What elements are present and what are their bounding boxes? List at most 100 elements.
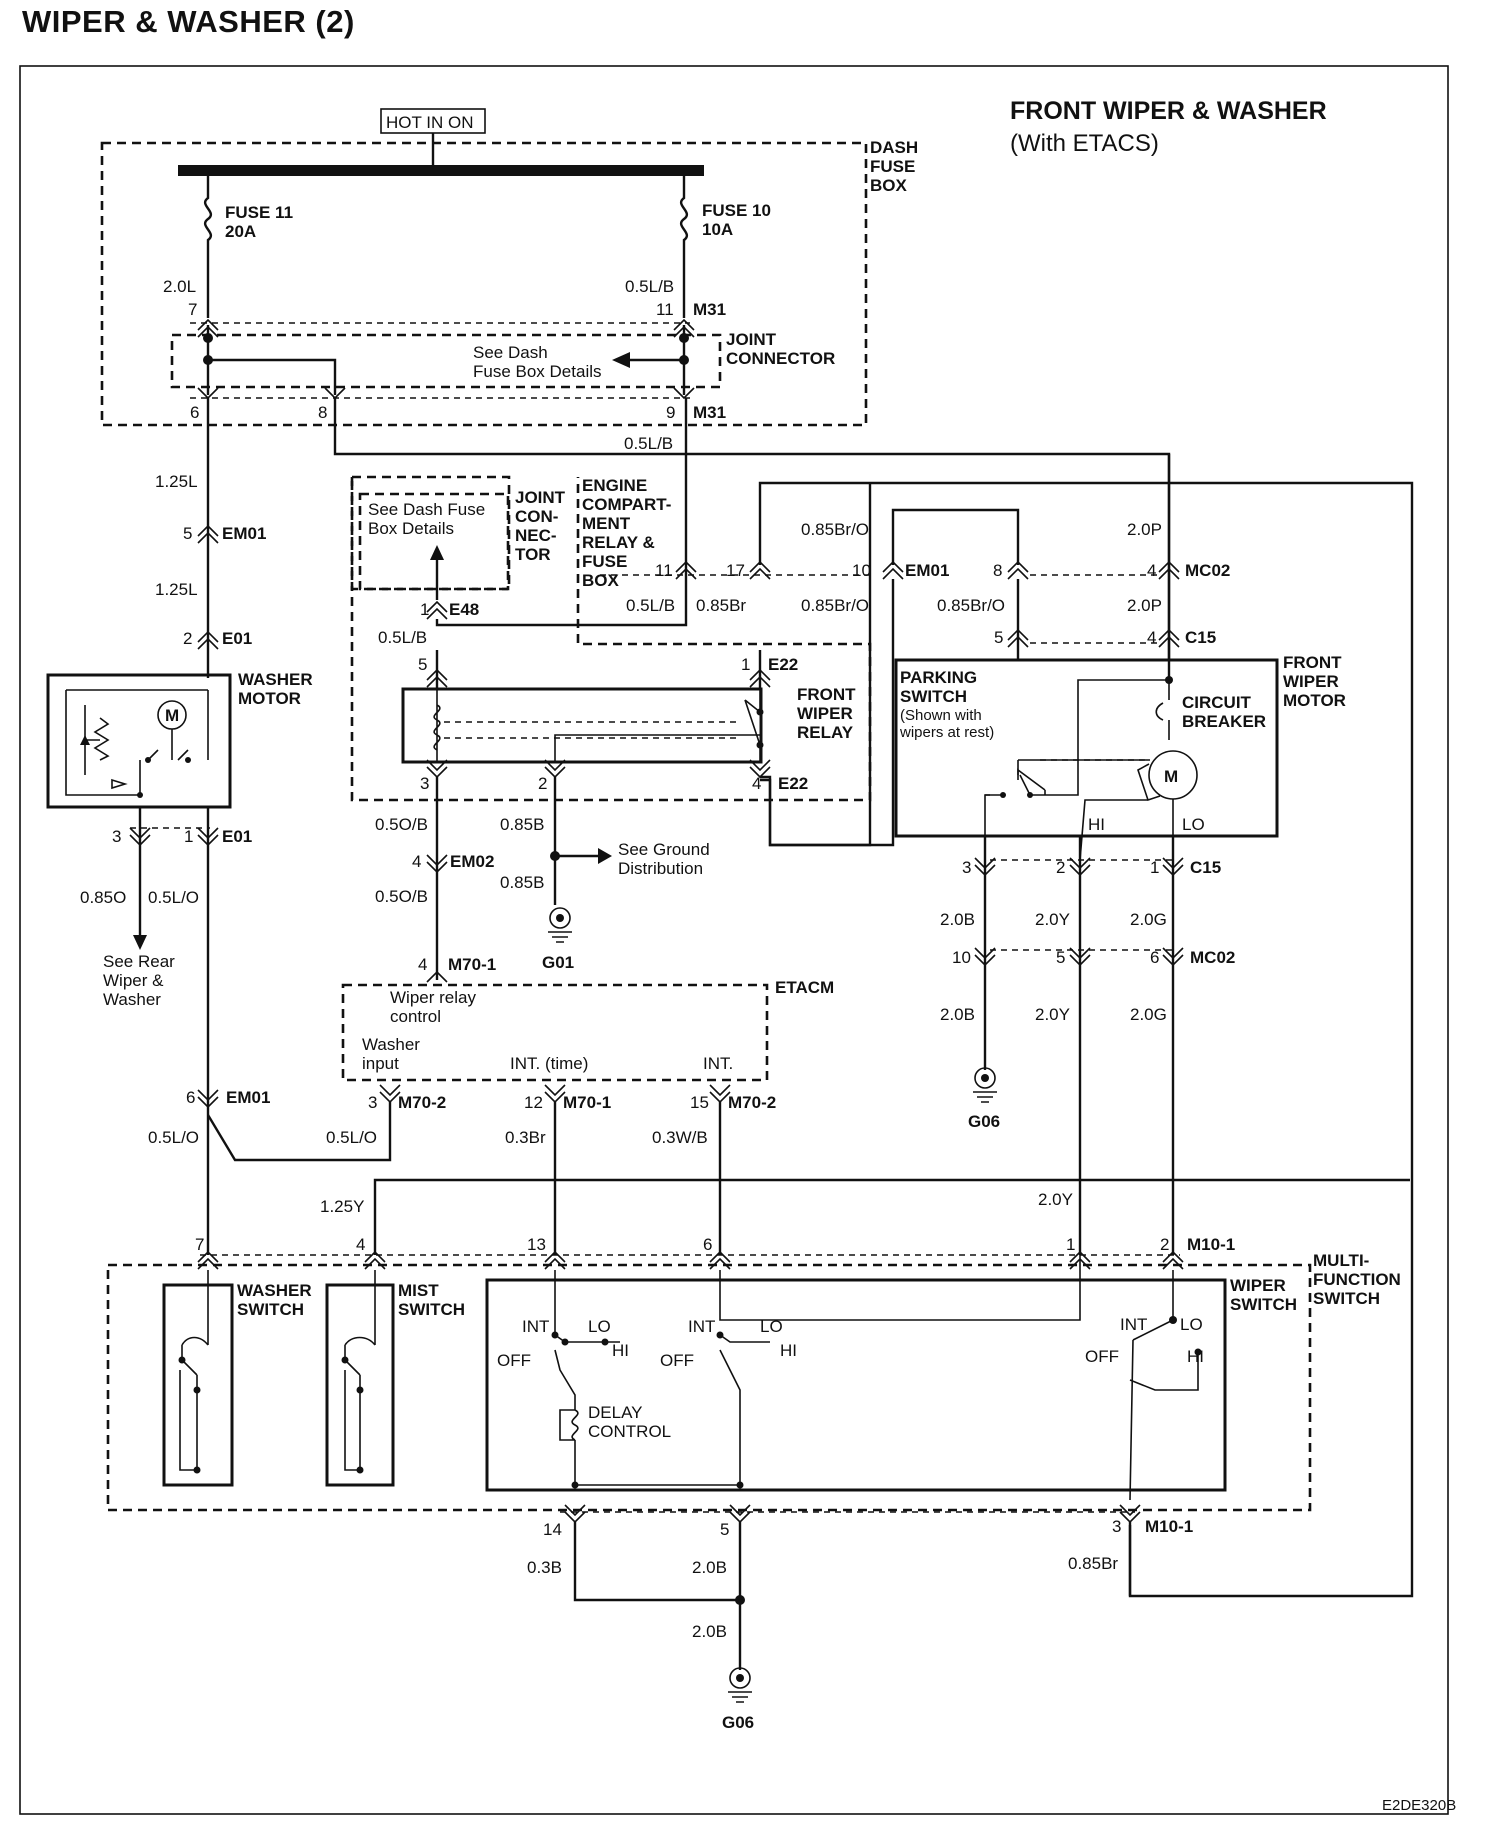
wire-label: 0.5L/O [326, 1128, 377, 1147]
fuse-10: FUSE 10 10A [679, 176, 771, 318]
etacm-label: ETACM [775, 978, 834, 997]
switch-pos-label: LO [588, 1317, 611, 1336]
dash-fuse-box-label-3: BOX [870, 176, 908, 195]
washer-switch[interactable] [162, 1270, 234, 1487]
pin-label: 5 [720, 1520, 729, 1539]
mist-switch-label: MIST [398, 1281, 439, 1300]
pin-label: 10 [852, 561, 871, 580]
connector-label: M10-1 [1145, 1517, 1193, 1536]
page-title: WIPER & WASHER (2) [22, 4, 355, 39]
fuse-11-rating: 20A [225, 222, 256, 241]
see-dash-details-2-line: Box Details [368, 519, 454, 538]
joint-connector-2-label: JOINT [515, 488, 566, 507]
pin-label: 3 [368, 1093, 377, 1112]
pin-label: 2 [1056, 858, 1065, 877]
wire-label: 0.5L/B [625, 277, 674, 296]
pin-label: 2 [1160, 1235, 1169, 1254]
switch-pos-label: INT [1120, 1315, 1147, 1334]
parking-switch-label-2: SWITCH [900, 687, 967, 706]
wire-label: 2.0P [1127, 520, 1162, 539]
connector-label: M70-1 [448, 955, 496, 974]
wire-label: 0.5L/O [148, 888, 199, 907]
ground-g06-motor [973, 1067, 997, 1103]
ground-g01 [548, 907, 572, 943]
delay-control-label: DELAY [588, 1403, 643, 1422]
pin-label: 6 [1150, 948, 1159, 967]
connector-label: C15 [1190, 858, 1221, 877]
wire-label: 0.5O/B [375, 815, 428, 834]
pin-label: 8 [993, 561, 1002, 580]
connector-label: MC02 [1185, 561, 1230, 580]
pin-label: 2 [183, 629, 192, 648]
fuse-10-rating: 10A [702, 220, 733, 239]
joint-connector-label-2: CONNECTOR [726, 349, 835, 368]
engine-box-label-3: MENT [582, 514, 631, 533]
switch-pos-label: OFF [1085, 1347, 1119, 1366]
pin-label: 4 [356, 1235, 365, 1254]
pin-label: 8 [318, 403, 327, 422]
connector-label: M70-2 [398, 1093, 446, 1112]
power-source-label: HOT IN ON [386, 113, 474, 132]
washer-motor: M [46, 673, 232, 809]
joint-connector-2-label-2: CON- [515, 507, 558, 526]
wiper-switch[interactable] [485, 1255, 1227, 1501]
pin-label: 1 [1150, 858, 1159, 877]
front-wiper-relay-label-3: RELAY [797, 723, 854, 742]
connector-label: E01 [222, 629, 252, 648]
wire-label: 2.0P [1127, 596, 1162, 615]
pin-label: 3 [1112, 1517, 1121, 1536]
wire-label: 2.0G [1130, 1005, 1167, 1024]
see-ground-label: See Ground [618, 840, 710, 859]
see-ground-label-2: Distribution [618, 859, 703, 878]
circuit-breaker-label-2: BREAKER [1182, 712, 1266, 731]
joint-connector-2-label-4: TOR [515, 545, 551, 564]
washer-motor-label: WASHER [238, 670, 313, 689]
pin-label: 12 [524, 1093, 543, 1112]
multi-function-label: MULTI- [1313, 1251, 1369, 1270]
wire-label: 0.85Br [1068, 1554, 1118, 1573]
wiper-switch-label-2: SWITCH [1230, 1295, 1297, 1314]
joint-connector-2-label-3: NEC- [515, 526, 557, 545]
pin-label: 4 [412, 852, 421, 871]
connector-label: EM02 [450, 852, 494, 871]
connector-label: M31 [693, 300, 726, 319]
etacm-int: INT. [703, 1054, 733, 1073]
switch-pos-label: OFF [660, 1351, 694, 1370]
washer-motor-label-2: MOTOR [238, 689, 301, 708]
dash-fuse-box-label-2: FUSE [870, 157, 915, 176]
wire-label: 0.5L/B [626, 596, 675, 615]
wire-label: 2.0B [940, 1005, 975, 1024]
wire-label: 2.0B [692, 1622, 727, 1641]
parking-switch-label-3: (Shown with [900, 707, 982, 724]
see-dash-details-2: See Dash Fuse [368, 500, 485, 519]
pin-label: 3 [962, 858, 971, 877]
washer-switch-label: WASHER [237, 1281, 312, 1300]
ground-label: G06 [722, 1713, 754, 1732]
engine-box-label-2: COMPART- [582, 495, 671, 514]
connector-label: M10-1 [1187, 1235, 1235, 1254]
circuit-breaker-label: CIRCUIT [1182, 693, 1252, 712]
connector-label: E01 [222, 827, 252, 846]
wire-label: 2.0G [1130, 910, 1167, 929]
connector-label: E48 [449, 600, 479, 619]
wire-label: 0.3W/B [652, 1128, 708, 1147]
switch-pos-label: LO [760, 1317, 783, 1336]
wire-label: 2.0Y [1035, 1005, 1070, 1024]
front-wiper-relay-label: FRONT [797, 685, 856, 704]
pin-label: 7 [195, 1235, 204, 1254]
wire-label: 0.5L/B [378, 628, 427, 647]
pin-label: 4 [752, 774, 761, 793]
delay-control-label-2: CONTROL [588, 1422, 671, 1441]
wire-label: 0.85B [500, 873, 544, 892]
dash-fuse-box-outline [100, 141, 868, 427]
motor-hi-label: HI [1088, 815, 1105, 834]
see-dash-details-box [358, 492, 510, 591]
engine-box-label-6: BOX [582, 571, 620, 590]
mist-switch[interactable] [325, 1270, 395, 1487]
pin-label: 1 [184, 827, 193, 846]
connector-label: M31 [693, 403, 726, 422]
front-wiper-motor-label: FRONT [1283, 653, 1342, 672]
diagram-code: E2DE320B [1382, 1797, 1456, 1814]
etacm-input: input [362, 1054, 399, 1073]
see-rear-label-2: Wiper & [103, 971, 164, 990]
